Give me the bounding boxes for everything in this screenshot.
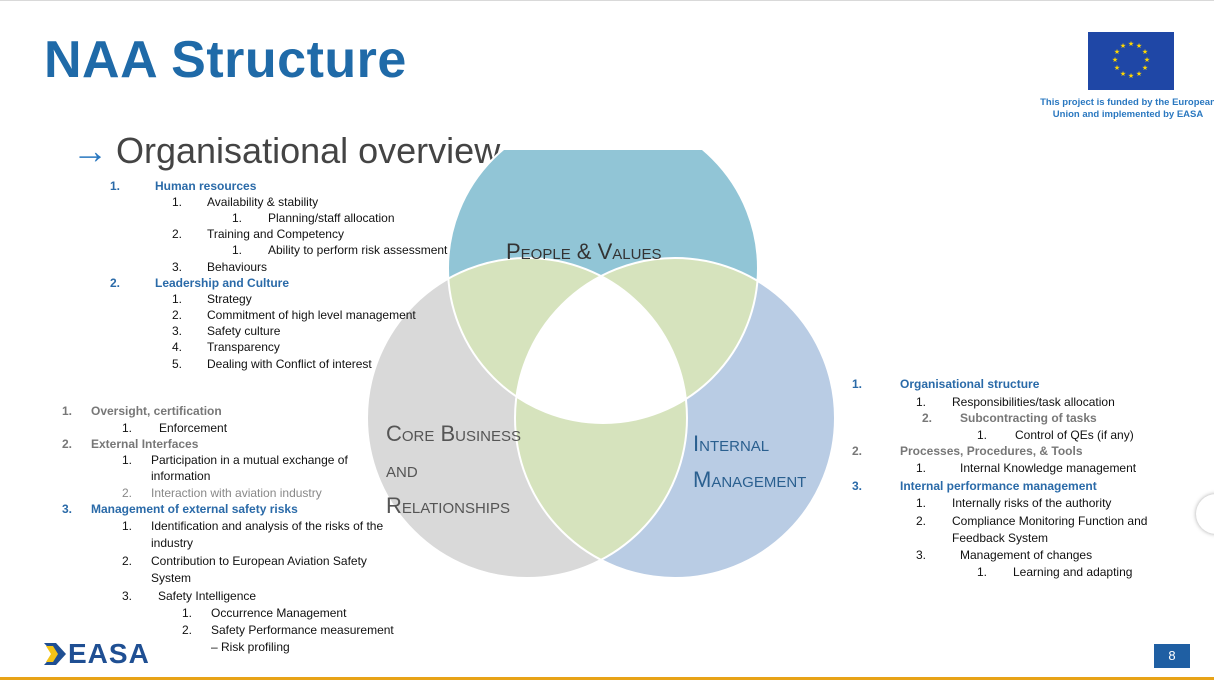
svg-text:★: ★ xyxy=(1120,70,1126,78)
svg-text:★: ★ xyxy=(1114,48,1120,56)
scroll-handle[interactable] xyxy=(1196,494,1214,534)
core-business-label: Core Business and Relationships xyxy=(386,416,521,524)
svg-text:★: ★ xyxy=(1112,56,1118,64)
core-label-line1: Core Business xyxy=(386,421,522,446)
easa-logo: EASA xyxy=(44,638,150,670)
svg-text:★: ★ xyxy=(1142,48,1148,56)
svg-text:★: ★ xyxy=(1114,64,1120,72)
svg-text:★: ★ xyxy=(1128,72,1134,80)
core-label-line2: and xyxy=(386,457,418,482)
internal-management-label: Internal Management xyxy=(693,426,806,498)
subtitle-text: Organisational overview xyxy=(116,130,501,171)
arrow-right-icon: → xyxy=(72,130,108,171)
eu-flag-icon: ★★★ ★★★ ★★★ ★★★ xyxy=(1088,32,1174,90)
funding-note: This project is funded by the European U… xyxy=(1040,97,1214,120)
top-divider xyxy=(0,0,1214,1)
svg-text:★: ★ xyxy=(1128,40,1134,48)
svg-text:★: ★ xyxy=(1136,70,1142,78)
core-label-line3: Relationships xyxy=(386,493,510,518)
easa-chevron-icon xyxy=(44,643,66,665)
people-values-label: People & Values xyxy=(506,239,662,264)
easa-logo-text: EASA xyxy=(68,638,150,669)
svg-text:★: ★ xyxy=(1136,42,1142,50)
internal-label-line2: Management xyxy=(693,467,807,492)
slide-subtitle: →Organisational overview xyxy=(72,130,500,172)
svg-text:★: ★ xyxy=(1144,56,1150,64)
page-number: 8 xyxy=(1154,644,1190,668)
svg-text:★: ★ xyxy=(1120,42,1126,50)
venn-diagram xyxy=(366,150,836,579)
svg-text:★: ★ xyxy=(1142,64,1148,72)
slide-title: NAA Structure xyxy=(44,31,407,89)
bottom-accent-line xyxy=(0,677,1214,680)
internal-label-line1: Internal xyxy=(693,431,770,456)
